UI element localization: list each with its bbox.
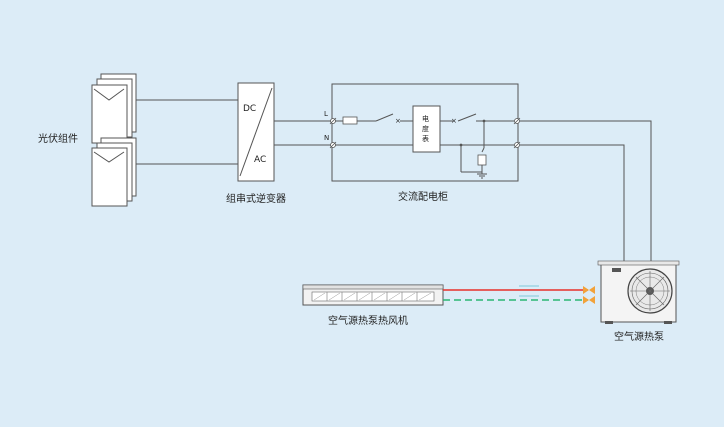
fuse [342,116,358,125]
indoor-unit-label: 空气源热泵热风机 [328,314,408,327]
meter-label-2: 度 [422,124,429,133]
ac-cabinet-label: 交流配电柜 [398,190,448,203]
breaker-switch-1 [375,113,394,122]
indoor-heat-pump-fan [302,284,444,306]
meter-label-3: 表 [422,134,429,143]
outdoor-unit-label: 空气源热泵 [614,330,664,343]
inverter-dc-label: DC [243,104,256,114]
valve-cold [583,296,595,304]
line-n-label: N [324,134,329,142]
pv-module-stack-bottom [91,137,137,207]
ac-cabinet-frame [331,83,519,182]
meter-label-1: 电 [422,114,429,123]
inverter-label: 组串式逆变器 [226,192,286,205]
terminal-n-out [513,141,521,149]
energy-meter [412,105,441,153]
l-line-to-heat-pump [520,120,652,263]
breaker-switch-2 [457,113,477,122]
svg-text:×: × [451,117,457,125]
outdoor-heat-pump-unit [597,260,680,324]
terminal-l-in [329,117,337,125]
inverter-ac-label: AC [254,155,266,165]
valve-hot [583,286,595,294]
pv-module-stack-top [91,73,137,144]
line-l-label: L [324,110,328,118]
terminal-n-in [329,141,337,149]
surge-protector [460,121,487,179]
pv-modules-label: 光伏组件 [38,132,78,145]
svg-text:×: × [395,117,401,125]
n-line-to-heat-pump [520,144,625,263]
terminal-l-out [513,117,521,125]
string-inverter: DC AC [237,82,275,182]
